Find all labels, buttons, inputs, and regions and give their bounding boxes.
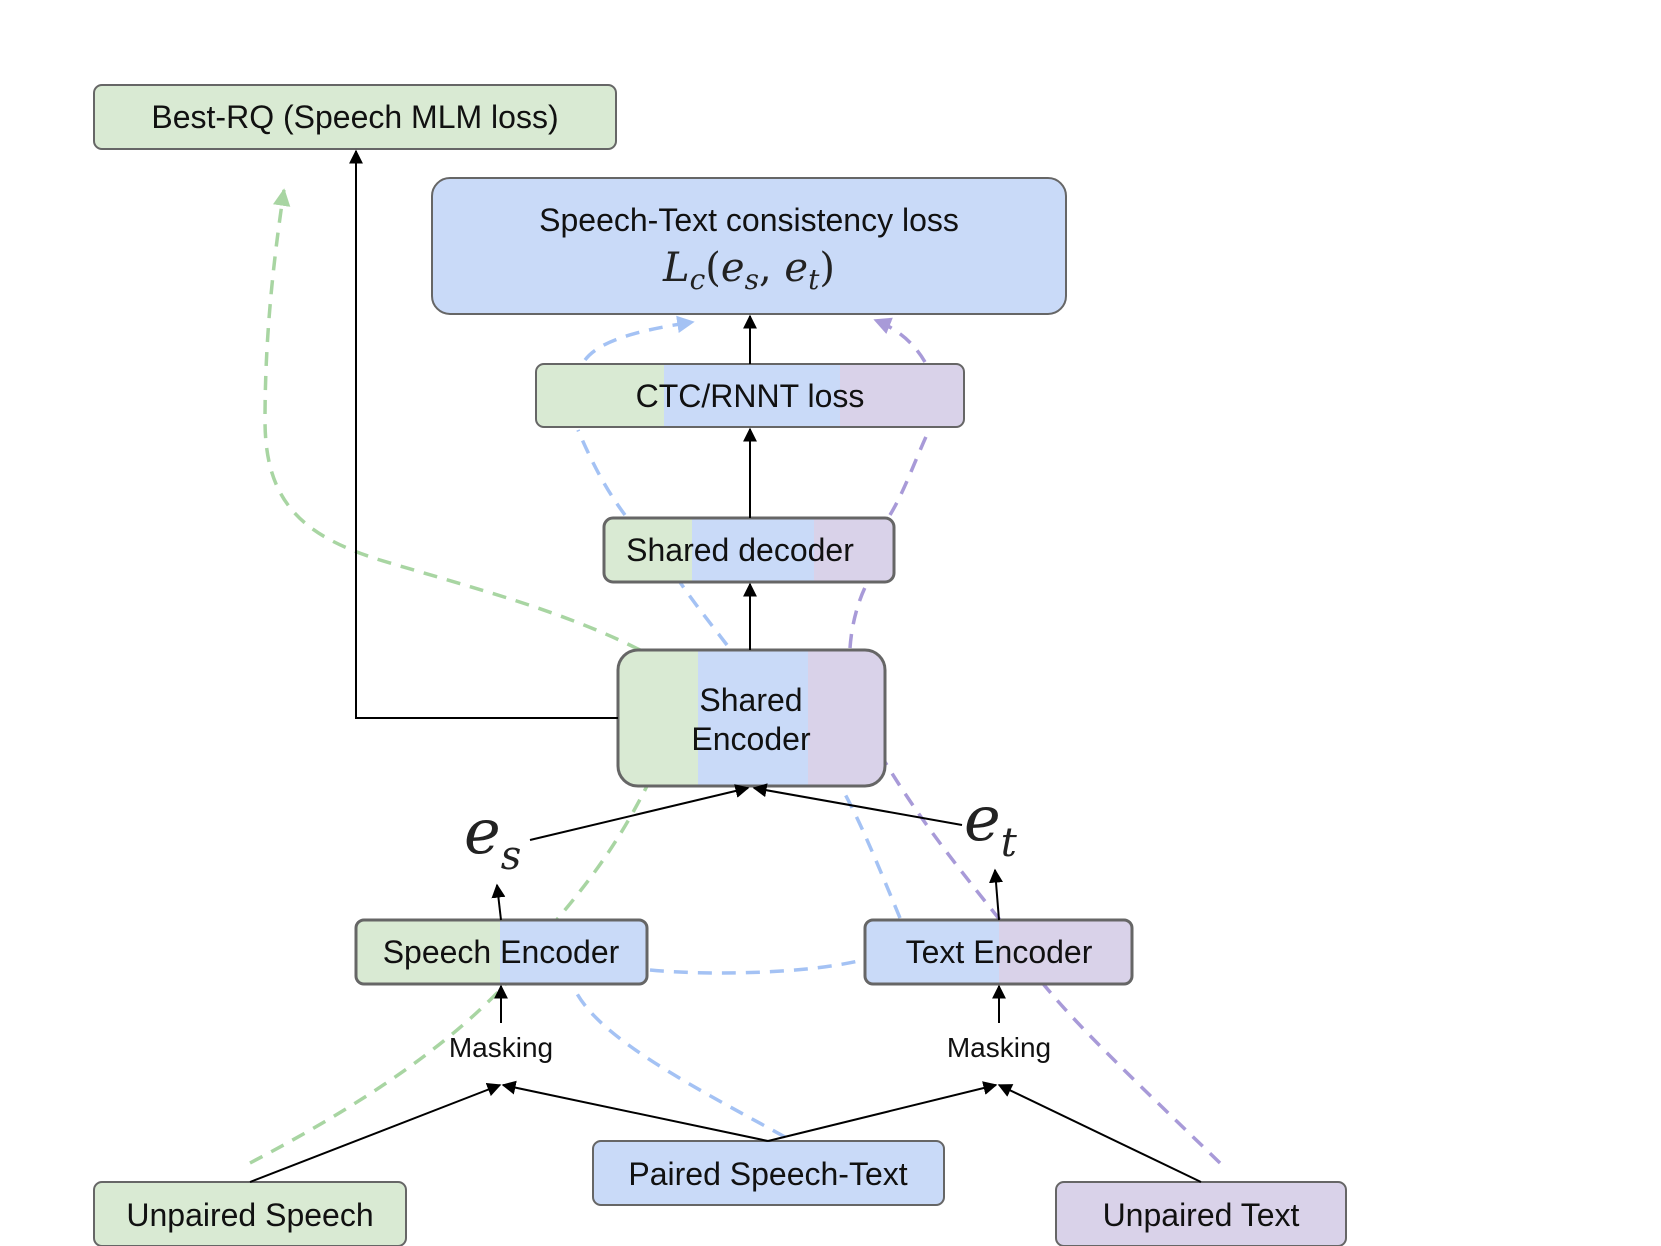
arrow-shared-encoder-to-best-rq	[349, 149, 618, 719]
speech-encoder-box: Speech Encoder	[354, 918, 649, 986]
e-t-label: et	[964, 782, 1018, 866]
masking-right-label: Masking	[947, 1032, 1051, 1063]
best-rq-box: Best-RQ (Speech MLM loss)	[93, 84, 617, 150]
arrow-paired-to-masking-left	[501, 1080, 769, 1142]
arrow-speech-encoder-to-es	[491, 883, 506, 921]
consistency-loss-box: Speech-Text consistency loss Lc(es, et)	[431, 177, 1067, 315]
masking-left-label: Masking	[449, 1032, 553, 1063]
arrow-paired-to-masking-right	[767, 1081, 998, 1142]
arrow-unpaired-text-to-masking	[997, 1084, 1202, 1183]
arrow-es-to-shared-encoder	[529, 784, 750, 841]
ctc-rnnt-loss-box: CTC/RNNT loss	[535, 363, 965, 428]
blue-flow-path	[573, 322, 902, 1139]
unpaired-text-box: Unpaired Text	[1055, 1181, 1347, 1246]
shared-encoder-label-line1: Shared	[699, 682, 802, 718]
unpaired-speech-label: Unpaired Speech	[126, 1197, 373, 1233]
unpaired-text-label: Unpaired Text	[1103, 1197, 1300, 1233]
consistency-loss-formula: Lc(es, et)	[662, 245, 835, 296]
arrow-unpaired-speech-to-masking	[249, 1083, 502, 1183]
text-encoder-label: Text Encoder	[906, 934, 1093, 970]
shared-decoder-label: Shared decoder	[626, 532, 854, 568]
arrow-et-to-shared-encoder	[752, 783, 963, 826]
black-arrows	[249, 149, 1202, 1183]
text-encoder-box: Text Encoder	[863, 918, 1134, 986]
consistency-loss-label: Speech-Text consistency loss	[539, 202, 959, 238]
e-s-label: es	[464, 795, 521, 879]
unpaired-speech-box: Unpaired Speech	[93, 1181, 407, 1246]
ctc-rnnt-loss-label: CTC/RNNT loss	[636, 378, 865, 414]
speech-encoder-label: Speech Encoder	[383, 934, 620, 970]
best-rq-label: Best-RQ (Speech MLM loss)	[151, 99, 558, 135]
green-flow-path	[249, 190, 652, 1165]
shared-encoder-label-line2: Encoder	[691, 721, 811, 757]
purple-flow-path	[848, 320, 1222, 1165]
paired-speech-text-box: Paired Speech-Text	[592, 1140, 945, 1206]
arrow-text-encoder-to-et	[989, 868, 1003, 921]
shared-decoder-box: Shared decoder	[602, 516, 896, 584]
shared-encoder-box: Shared Encoder	[616, 648, 887, 788]
paired-speech-text-label: Paired Speech-Text	[628, 1156, 907, 1192]
